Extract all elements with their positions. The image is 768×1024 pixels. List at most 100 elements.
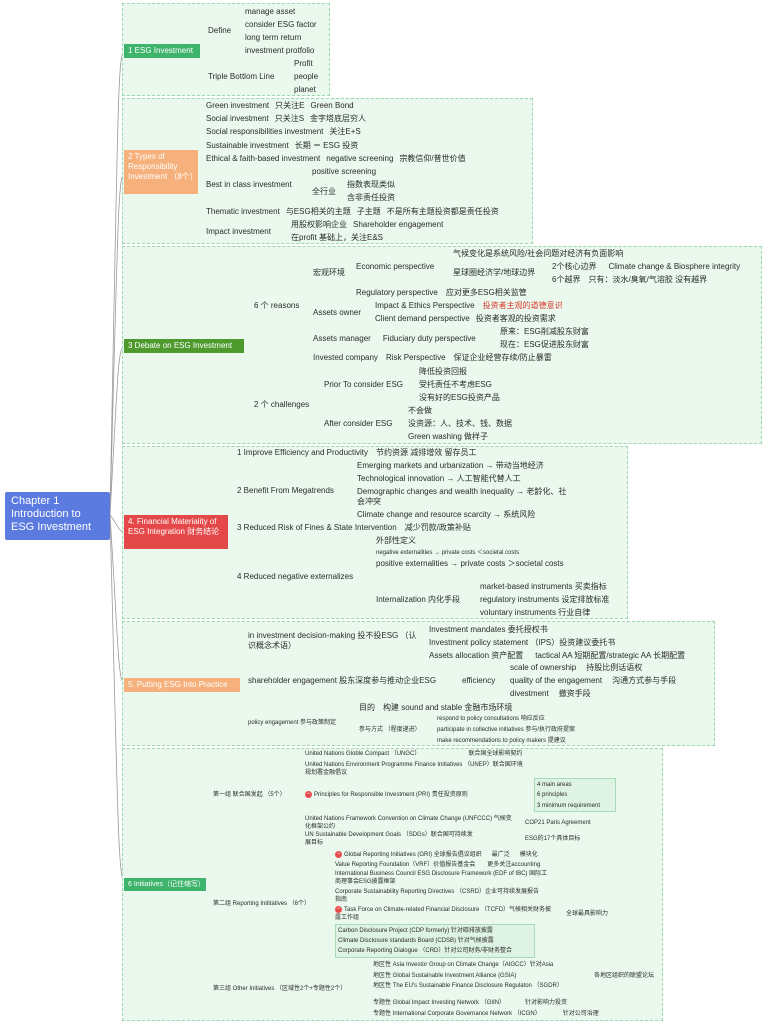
b4-label: 4 Reduced negative externalizes — [237, 572, 354, 581]
macro-label: 宏观环境 — [313, 268, 345, 277]
section-1-node[interactable]: 1 ESG Investment — [124, 44, 200, 58]
g1-item: UN Sustainable Development Goals （SDGs）联… — [305, 832, 473, 846]
section-3-node[interactable]: 3 Debate on ESG Investment — [124, 339, 244, 353]
tcfd-a: 全球最具影响力 — [566, 911, 609, 917]
all-industry-a: 指数表现类似 — [347, 180, 395, 189]
g1-item: United Nations Globle Compact （UNGC）联合国全… — [305, 751, 523, 757]
owner-label: Assets owner — [313, 308, 362, 317]
impact-c: 在profit 基础上，关注E&S — [291, 233, 384, 242]
after-item: 不会做 — [408, 406, 432, 415]
crd: Corporate Reporting Dialogue （CRD）针对公司财务… — [338, 948, 513, 954]
mgr-a2: 现在：ESG促进股东财富 — [500, 340, 589, 349]
group-3-label: 第三组 Other Initiatives （区域性2个+专题性2个） — [213, 986, 347, 992]
g3-item: 地区性 Global Sustainable Investment Allian… — [373, 973, 517, 979]
group-1-label: 第一组 联合国发起 （5个） — [213, 792, 286, 798]
cdp-box — [335, 924, 535, 958]
root-node[interactable]: Chapter 1 Introduction to ESG Investment — [5, 492, 110, 540]
g1-pri: −Principles for Responsible Investment (… — [305, 791, 468, 799]
idm-item: Investment policy statement （IPS）投资建议委托书 — [429, 638, 616, 647]
cdp: Carbon Disclosure Project (CDP formerly)… — [338, 928, 493, 934]
pri-item: 3 minimum requirement — [537, 803, 601, 809]
section-4-node[interactable]: 4. Financial Materiality of ESG Integrat… — [124, 515, 228, 549]
b2-item: Demographic changes and wealth inequalit… — [357, 487, 567, 506]
b2-item: Emerging markets and urbanization → 带动当地… — [357, 461, 544, 470]
all-industry-b: 含非责任投资 — [347, 193, 395, 202]
b4-c: positive externalities → private costs ＞… — [376, 559, 564, 568]
ibc: International Business Council ESG Discl… — [335, 871, 548, 885]
positive-screening: positive screening — [312, 167, 377, 176]
tcfd: −Task Force on Climate-related Financial… — [335, 906, 552, 922]
pe-goal: 目的构建 sound and stable 金融市场环境 — [359, 703, 513, 712]
se-label: shareholder engagement 股东深度参与推动企业ESG — [248, 676, 437, 685]
g3-item: 地区性 Asia Investor Group on Climate Chang… — [373, 962, 554, 968]
econ-b2: 6个越界只有：淡水/臭氧/气溶胶 没有越界 — [552, 275, 708, 284]
pe-how-item: participate in collective initiatives 参与… — [437, 727, 576, 733]
pe-how-item: make recommendations to policy makers 提建… — [437, 738, 566, 744]
pe-how-item: respond to policy consultations 响应反应 — [437, 716, 545, 722]
tbl-item: Profit — [294, 59, 313, 68]
section-2-node[interactable]: 2 Types of Responsibility Investment （8个… — [124, 150, 198, 194]
after-label: After consider ESG — [324, 419, 393, 428]
idm-label: in investment decision-making 投不投ESG （认识… — [248, 631, 417, 650]
g1-item: United Nations Framework Convention on C… — [305, 816, 512, 830]
tbl-item: people — [294, 72, 319, 81]
after-item: 没资源：人、技术、钱、数据 — [408, 419, 512, 428]
g3-item: 地区性 The EU's Sustainable Finance Disclos… — [373, 983, 563, 989]
warning-icon: − — [305, 791, 312, 798]
b2-item: Technological innovation → 人工智能代替人工 — [357, 474, 521, 483]
define-item: consider ESG factor — [245, 20, 317, 29]
csrd: Corporate Sustainability Reporting Direc… — [335, 889, 540, 903]
tbl-label: Triple Bottlom Line — [208, 72, 275, 81]
g1-item: United Nations Environment Programme Fin… — [305, 762, 523, 776]
g3-item: 专题性 International Corporate Governance N… — [373, 1011, 599, 1017]
after-item: Green washing 做样子 — [408, 432, 489, 441]
challenges-label: 2 个 challenges — [254, 400, 310, 409]
prior-item: 没有好的ESG投资产品 — [419, 393, 500, 402]
b4-int-item: market-based instruments 买卖指标 — [480, 582, 607, 591]
g3-item: 专题性 Global Impact Investing Network （GII… — [373, 1000, 568, 1006]
section-5-node[interactable]: 5. Putting ESG Into Practice — [124, 678, 240, 692]
tbl-item: planet — [294, 85, 316, 94]
reasons-label: 6 个 reasons — [254, 301, 300, 310]
g1-item-b: ESG的17个具体目标 — [525, 836, 581, 842]
section-6-node[interactable]: 6 Initiatives（记住缩写） — [124, 878, 206, 891]
pri-item: 6 principles — [537, 792, 568, 798]
cdsb: Climate Disclosure standards Board (CDSB… — [338, 938, 494, 944]
mgr-a1: 原来：ESG削减股东财富 — [500, 327, 589, 336]
best-in-class: Best in class investment — [206, 180, 292, 189]
pe-how: 参与方式 （程度递进） — [359, 727, 421, 733]
g3-side: 各地区组织的联盟论坛 — [594, 973, 655, 979]
b3-label: 3 Reduced Risk of Fines & State Interven… — [237, 523, 471, 532]
b4-a: 外部性定义 — [376, 536, 416, 545]
pe-label: policy engagement 参与政策制定 — [248, 720, 337, 726]
eff-label: efficiency — [462, 676, 496, 685]
b4-int: Internalization 内化手段 — [376, 595, 461, 604]
warning-icon: − — [335, 906, 342, 913]
econ-b: 星球圈经济学/地球边界 — [453, 268, 536, 277]
pri-item: 4 main areas — [537, 782, 572, 788]
vrf: Value Reporting Foundation（VRF）价值报告基金会更多… — [335, 862, 541, 868]
define-item: manage asset — [245, 7, 296, 16]
gri: −Global Reporting Initiatives (GRI) 全球报告… — [335, 851, 538, 859]
define-item: long term return — [245, 33, 302, 42]
econ-a: 气候变化是系统风险/社会问题对经济有负面影响 — [453, 249, 624, 258]
pri-box — [534, 778, 616, 812]
warning-icon: − — [335, 851, 342, 858]
prior-item: 降低投资回报 — [419, 367, 467, 376]
define-label: Define — [208, 26, 232, 35]
prior-item: 受托责任不考虑ESG — [419, 380, 492, 389]
b4-b: negative externalities → private costs ＜… — [376, 550, 520, 556]
